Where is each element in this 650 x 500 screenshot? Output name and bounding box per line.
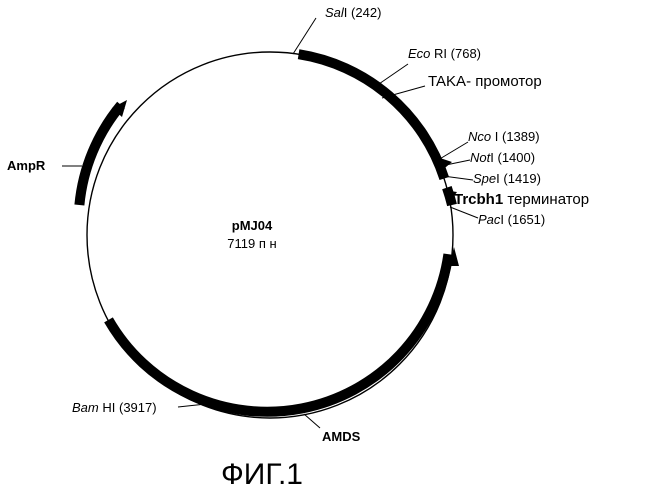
site-suffix-nco: I — [495, 129, 499, 144]
site-suffix-not: I — [490, 150, 494, 165]
nco-leader — [438, 142, 468, 160]
feature-name-trcbh1: Trcbh1 — [454, 191, 503, 208]
site-label-pac: PacI (1651) — [478, 212, 545, 227]
feature-label-ampr: AmpR — [7, 158, 46, 173]
site-enzyme-eco: Eco — [408, 46, 430, 61]
site-label-not: NotI (1400) — [470, 150, 535, 165]
site-suffix-eco: RI — [434, 46, 447, 61]
site-label-nco: Nco I (1389) — [468, 129, 540, 144]
site-label-eco: Eco RI (768) — [408, 46, 481, 61]
plasmid-size: 7119 п н — [227, 236, 276, 251]
site-label-spe: SpeI (1419) — [473, 171, 541, 186]
site-label-sal: SalI (242) — [325, 5, 381, 20]
taka-promoter-arc — [299, 54, 445, 178]
site-enzyme-nco: Nco — [468, 129, 491, 144]
feature-rest-trcbh1: терминатор — [507, 191, 589, 208]
site-label-bam: Bam HI (3917) — [72, 400, 157, 415]
amds-leader — [304, 414, 320, 428]
site-suffix-bam: HI — [102, 400, 115, 415]
feature-label-amds: AMDS — [322, 429, 361, 444]
site-pos-bam: (3917) — [119, 400, 157, 415]
feature-label-trcbh1: Trcbh1 терминатор — [454, 191, 589, 208]
site-pos-sal: (242) — [351, 5, 381, 20]
site-pos-not: (1400) — [497, 150, 535, 165]
plasmid-name: pMJ04 — [232, 218, 273, 233]
site-enzyme-bam: Bam — [72, 400, 99, 415]
figure-caption: ФИГ.1 — [221, 458, 303, 491]
site-suffix-sal: I — [344, 5, 348, 20]
pac-leader — [450, 207, 478, 218]
site-enzyme-spe: Spe — [473, 171, 496, 186]
site-suffix-pac: I — [500, 212, 504, 227]
spe-leader — [443, 176, 473, 180]
amds-arc — [109, 254, 449, 412]
site-enzyme-sal: Sal — [325, 5, 345, 20]
site-enzyme-not: Not — [470, 150, 492, 165]
feature-label-taka: TAKA- промотор — [428, 73, 542, 90]
site-pos-nco: (1389) — [502, 129, 540, 144]
sal-leader — [293, 18, 316, 54]
site-enzyme-pac: Pac — [478, 212, 501, 227]
site-pos-spe: (1419) — [503, 171, 541, 186]
ampr-arc — [79, 105, 121, 205]
site-pos-eco: (768) — [451, 46, 481, 61]
site-pos-pac: (1651) — [508, 212, 546, 227]
site-suffix-spe: I — [496, 171, 500, 186]
eco-leader — [376, 64, 408, 86]
